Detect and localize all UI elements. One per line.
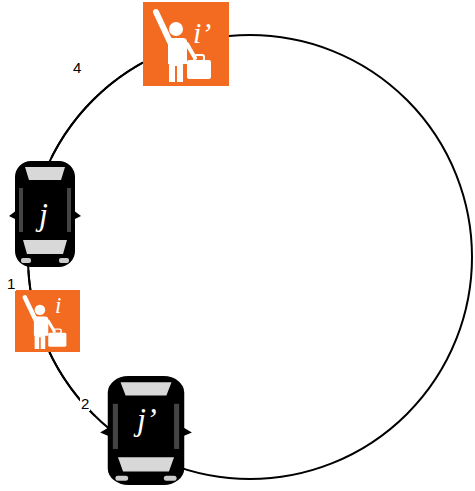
road-ring [28, 35, 472, 479]
node-label: j [39, 198, 48, 230]
road-arc [28, 270, 30, 290]
passenger-icon [15, 290, 80, 352]
node-label: j’ [137, 403, 157, 435]
distance-number: 2 [80, 396, 90, 411]
driver-car: j [5, 158, 85, 270]
road-arc [50, 352, 95, 415]
passenger-request: i [15, 290, 80, 352]
passenger-request: i’ [143, 2, 229, 86]
node-label: i [55, 294, 61, 317]
driver-car: j’ [95, 373, 197, 488]
road-arc [52, 63, 143, 158]
passenger-icon [143, 2, 229, 86]
node-label: i’ [193, 18, 211, 48]
distance-number: 4 [72, 60, 82, 75]
distance-number: 1 [6, 276, 16, 291]
